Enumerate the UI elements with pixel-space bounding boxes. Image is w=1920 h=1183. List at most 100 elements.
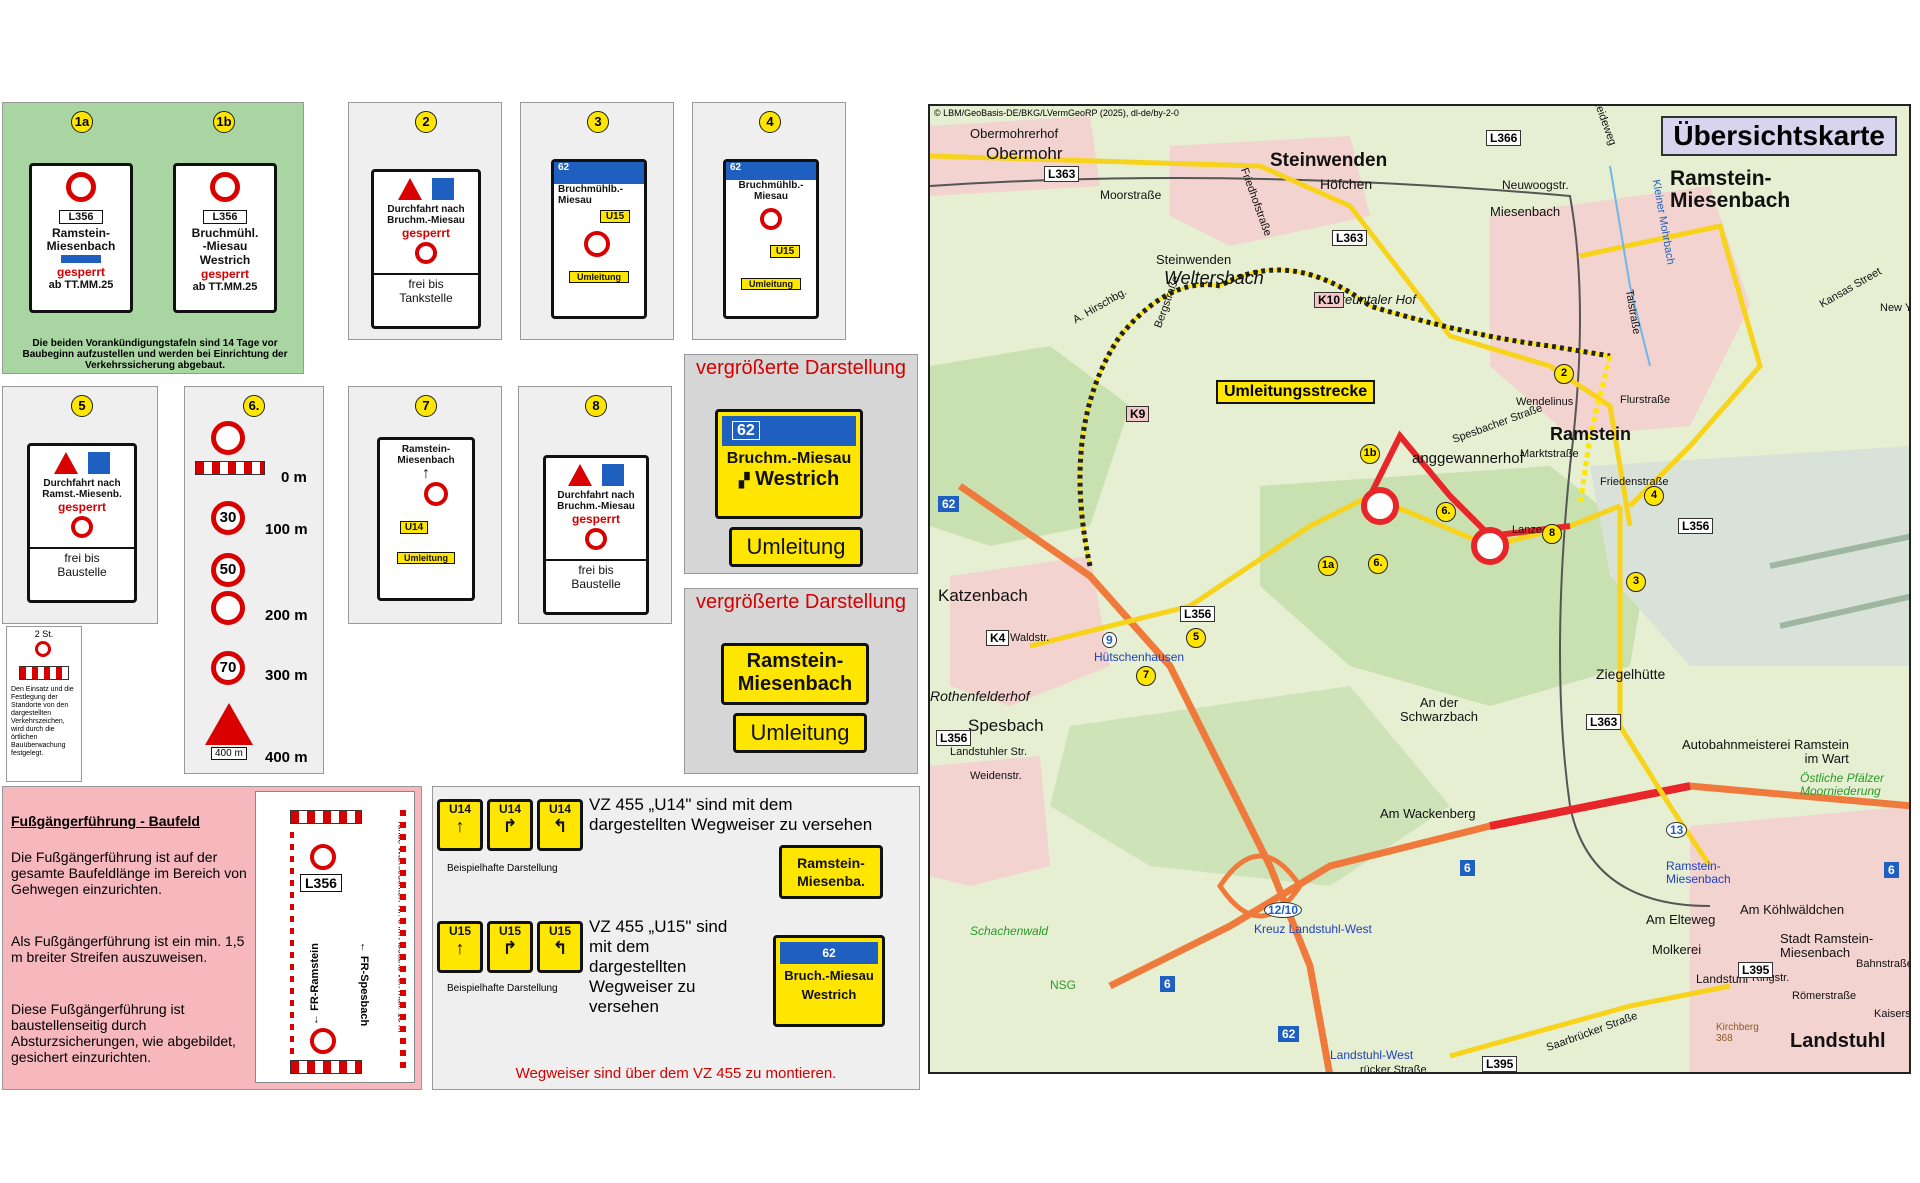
u15-label: U15: [498, 924, 521, 938]
status-label: gesperrt: [200, 267, 250, 281]
marker-1b[interactable]: 1b: [1360, 444, 1380, 464]
speed-50: 50: [211, 553, 245, 587]
pedestrian-title: Fußgängerführung - Baufeld: [11, 813, 200, 829]
road-l363a: L363: [1044, 166, 1080, 182]
marker-8[interactable]: 8: [1542, 524, 1562, 544]
footer-label: Umleitung: [741, 278, 801, 290]
panel-sign-5: 5 Durchfahrt nach Ramst.-Miesenb. gesper…: [2, 386, 158, 624]
place2: Miesenbach: [397, 455, 455, 466]
motorway-header: 62: [726, 162, 816, 180]
no-entry-icon: [66, 172, 96, 202]
junction-1210: 12/10: [1264, 902, 1303, 918]
status-label: gesperrt: [56, 265, 106, 279]
place-label: Ramstein- Miesenbach: [46, 226, 116, 253]
place-katzenbach: Katzenbach: [938, 586, 1028, 605]
panel-sign-3: 3 62 Bruchmühlb.- Miesau U15 Umleitung: [520, 102, 674, 340]
enlarged-heading: vergrößerte Darstellung: [695, 357, 907, 379]
speed-30-value: 30: [219, 509, 237, 526]
junction-9: 9: [1102, 632, 1117, 648]
bottom2: Baustelle: [571, 577, 621, 591]
no-entry-icon: [211, 421, 245, 455]
enlarged-sign-2: Ramstein- Miesenbach: [721, 643, 869, 705]
no-entry-icon-bottom: [310, 1028, 336, 1054]
badge-5: 5: [71, 395, 93, 417]
enlarged-footer-1: Umleitung: [729, 527, 863, 567]
place-rothenfelderhof: Rothenfelderhof: [930, 688, 1030, 704]
sub-label: ▞ Westrich: [718, 468, 860, 491]
pedestrian-p1: Die Fußgängerführung ist auf der gesamte…: [11, 849, 247, 897]
place-obermohrerhof: Obermohrerhof: [970, 126, 1059, 141]
panel-sign-7: 7 Ramstein- Miesenbach ↑ U14 Umleitung: [348, 386, 502, 624]
drawing-frame: 1a 1b L356 Ramstein- Miesenbach gesperrt…: [0, 100, 1920, 1090]
badge-4: 4: [759, 111, 781, 133]
road-l356a: L356: [1180, 606, 1216, 622]
speed-70: 70: [211, 651, 245, 685]
u15-row: U15↑ U15↱ U15↰: [437, 921, 583, 973]
place-landstuhler: Landstuhler Str.: [950, 746, 1028, 758]
place1: Ramstein-: [401, 444, 451, 455]
warning-icons: [546, 464, 646, 490]
place1: Bruchmühlb.-: [558, 184, 623, 195]
motorway-num: 62: [822, 946, 836, 960]
road-l395b: L395: [1482, 1056, 1518, 1072]
u15-sign-right: U15↱: [487, 921, 533, 973]
panel-enlarged-1: vergrößerte Darstellung 62 Bruchm.-Miesa…: [684, 354, 918, 574]
road-l366: L366: [1486, 130, 1522, 146]
route-label: U14: [400, 521, 428, 534]
dist-0: 0 m: [281, 469, 307, 486]
marker-7[interactable]: 7: [1136, 666, 1156, 686]
arrow-straight-icon: ↑: [455, 938, 465, 958]
badge-7: 7: [415, 395, 437, 417]
road-l356c: L356: [936, 730, 972, 746]
sign-7: Ramstein- Miesenbach ↑ U14 Umleitung: [377, 437, 475, 601]
place-brueckerstr: rücker Straße: [1360, 1064, 1427, 1074]
sub-label: Westrich: [801, 987, 857, 1002]
badge-1a: 1a: [71, 111, 93, 133]
road-k4: K4: [986, 630, 1010, 646]
place-label: Bruchmühl. -Miesau: [191, 226, 259, 253]
status-label: gesperrt: [401, 226, 451, 240]
road-k9: K9: [1126, 406, 1150, 422]
marker-4[interactable]: 4: [1644, 486, 1664, 506]
vz-footer: Wegweiser sind über dem VZ 455 zu montie…: [515, 1065, 837, 1082]
marker-3[interactable]: 3: [1626, 572, 1646, 592]
marker-2[interactable]: 2: [1554, 364, 1574, 384]
speed-50-value: 50: [219, 561, 237, 578]
place-landstuhlwest: Landstuhl-West: [1330, 1048, 1414, 1062]
place-ramstein-m: Ramstein- Miesenbach: [1666, 859, 1731, 886]
marker-1a[interactable]: 1a: [1318, 556, 1338, 576]
marker-5[interactable]: 5: [1186, 628, 1206, 648]
arrow-straight-icon: ↑: [455, 816, 465, 836]
fence-right: [400, 810, 406, 1074]
dist-300: 300 m: [265, 667, 308, 684]
motorway-header: 62: [780, 942, 878, 964]
arrow-right-icon: ↱: [502, 816, 518, 836]
place-molkerei: Molkerei: [1652, 942, 1702, 957]
u15-label: U15: [448, 924, 471, 938]
place-schachenwald: Schachenwald: [970, 924, 1049, 938]
panel-enlarged-2: vergrößerte Darstellung Ramstein- Miesen…: [684, 588, 918, 774]
marker-6b[interactable]: 6.: [1436, 502, 1456, 522]
motorway-num: 62: [558, 162, 570, 173]
roadworks-warning-icon: [205, 703, 253, 745]
motorway-icon: [61, 255, 101, 263]
no-entry-icon: [424, 482, 448, 506]
sign-2: Durchfahrt nach Bruchm.-Miesau gesperrt …: [371, 169, 481, 329]
speed-30: 30: [211, 501, 245, 535]
panel-sign-8: 8 Durchfahrt nach Bruchm.-Miesau gesperr…: [518, 386, 672, 624]
road-plate: L356: [300, 874, 342, 892]
road-l356b: L356: [1678, 518, 1714, 534]
footer-label: Umleitung: [397, 552, 455, 564]
place1: Ramstein-: [746, 650, 844, 672]
place-huetschenhausen: Hütschenhausen: [1094, 650, 1185, 664]
example-14: Beispielhafte Darstellung: [447, 863, 558, 874]
overview-map[interactable]: © LBM/GeoBasis-DE/BKG/LVermGeoRP (2025),…: [928, 104, 1911, 1074]
marker-6a[interactable]: 6.: [1368, 554, 1388, 574]
arrow-left-icon: ↰: [552, 816, 568, 836]
barrier-icon: [195, 461, 265, 475]
date-label: ab TT.MM.25: [192, 281, 258, 293]
sub-label: Westrich: [199, 253, 251, 267]
sign-1a: L356 Ramstein- Miesenbach gesperrt ab TT…: [29, 163, 133, 313]
place-anderschwarzbach: An der Schwarzbach: [1400, 695, 1479, 724]
road-plate: L356: [59, 210, 103, 224]
